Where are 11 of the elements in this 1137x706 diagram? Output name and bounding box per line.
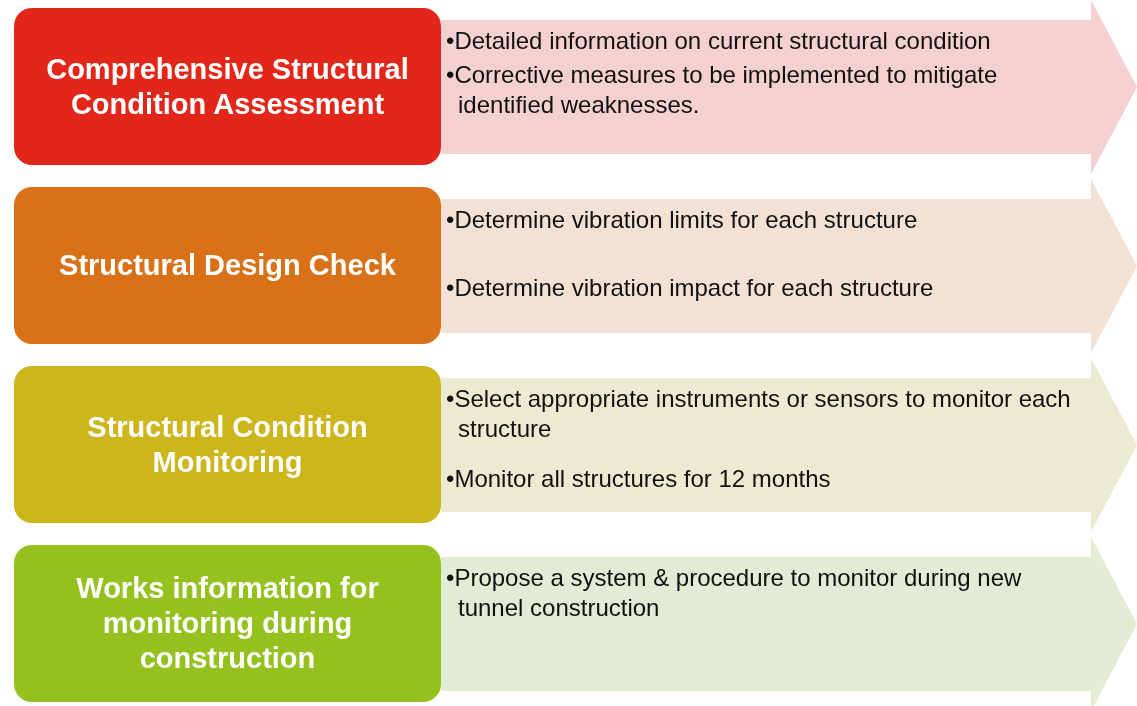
bullet-text: •Select appropriate instruments or sensors to monitor each structure [446,384,1072,444]
step-box: Comprehensive Structural Condition Assessment [14,8,441,165]
bullet-text: •Propose a system & procedure to monitor during new tunnel construction [446,563,1023,623]
step-box: Works information for monitoring during construction [14,545,441,702]
bullet-text: •Determine vibration limits for each structure [446,205,919,235]
bullet-text: •Monitor all structures for 12 months [446,464,832,494]
bullet-text: •Determine vibration impact for each structure [446,273,935,303]
step-box: Structural Condition Monitoring [14,366,441,523]
bullet-text: •Detailed information on current structural condition [446,26,992,56]
bullet-text: •Corrective measures to be implemented to mitigate identified weaknesses. [446,60,999,120]
step-box: Structural Design Check [14,187,441,344]
